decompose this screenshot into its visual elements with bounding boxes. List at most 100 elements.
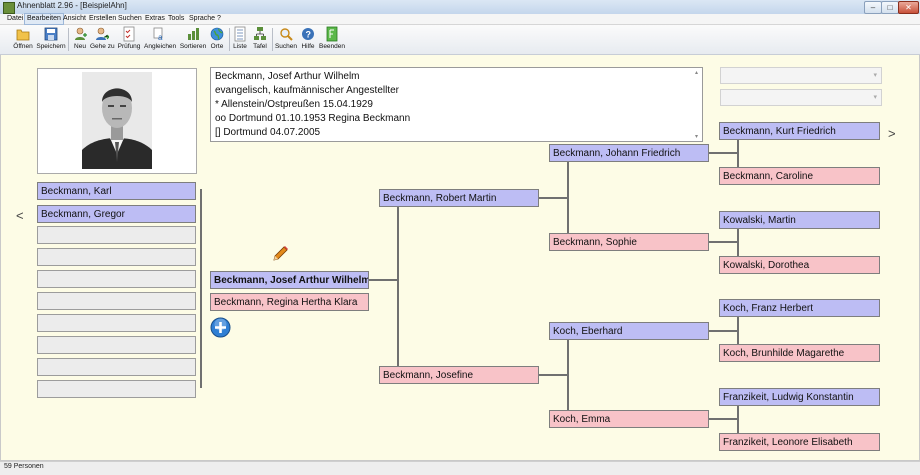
ggp-box-ffm[interactable]: Beckmann, Caroline [719, 167, 880, 185]
scroll-up-icon[interactable]: ▴ [695, 70, 699, 76]
menu-erstellen[interactable]: Erstellen [89, 15, 117, 22]
details-line-birth: * Allenstein/Ostpreußen 15.04.1929 [215, 99, 373, 110]
connector-line [737, 317, 739, 345]
child-box-gregor[interactable]: Beckmann, Gregor [37, 205, 196, 223]
ggp-box-mff[interactable]: Koch, Franz Herbert [719, 299, 880, 317]
exit-door-icon [326, 26, 338, 42]
search-button[interactable]: Suchen [274, 25, 298, 54]
table-button[interactable]: Tafel [250, 25, 270, 54]
globe-icon [210, 27, 224, 41]
person-photo-frame[interactable] [37, 68, 197, 174]
check-button[interactable]: Prüfung [116, 25, 142, 54]
pencil-icon[interactable] [270, 244, 290, 264]
ggp-box-fmf[interactable]: Kowalski, Martin [719, 211, 880, 229]
child-box-empty[interactable] [37, 292, 196, 310]
window-title: Ahnenblatt 2.96 - [BeispielAhn] [17, 1, 127, 10]
connector-line [539, 374, 568, 376]
toolbar-separator [272, 28, 273, 51]
app-icon [3, 2, 15, 14]
help-button[interactable]: ? Hilfe [299, 25, 317, 54]
chevron-down-icon: ▾ [873, 72, 877, 79]
child-box-empty[interactable] [37, 358, 196, 376]
menu-ansicht[interactable]: Ansicht [63, 15, 86, 22]
toolbar-separator [68, 28, 69, 51]
new-person-button[interactable]: Neu [70, 25, 90, 54]
connector-line [397, 207, 399, 366]
connector-line [369, 279, 398, 281]
connector-line [539, 197, 568, 199]
details-line-marriage: oo Dortmund 01.10.1953 Regina Beckmann [215, 113, 411, 124]
child-box-empty[interactable] [37, 380, 196, 398]
nav-right-arrow[interactable]: > [888, 126, 896, 141]
child-box-empty[interactable] [37, 314, 196, 332]
save-button[interactable]: Speichern [36, 25, 66, 54]
add-person-icon [75, 27, 87, 40]
nav-left-arrow[interactable]: < [16, 208, 24, 223]
grandfather-paternal-box[interactable]: Beckmann, Johann Friedrich [549, 144, 709, 162]
connector-line [709, 241, 738, 243]
places-button[interactable]: Orte [208, 25, 226, 54]
menu-sprache[interactable]: Sprache [189, 15, 216, 22]
list-button[interactable]: Liste [231, 25, 249, 54]
folder-open-icon [16, 29, 30, 41]
plus-circle-icon[interactable] [210, 317, 231, 338]
children-connector [200, 189, 202, 388]
connector-line [709, 330, 738, 332]
sort-icon [188, 28, 199, 40]
title-bar: Ahnenblatt 2.96 - [BeispielAhn] – □ ✕ [0, 0, 920, 15]
child-box-empty[interactable] [37, 336, 196, 354]
dropdown-1[interactable]: ▾ [720, 67, 882, 84]
menu-bar: Datei Bearbeiten Ansicht Erstellen Suche… [0, 13, 920, 25]
save-disk-icon [44, 27, 58, 41]
menu-bearbeiten[interactable]: Bearbeiten [24, 13, 64, 25]
child-box-empty[interactable] [37, 248, 196, 266]
ggp-box-fff[interactable]: Beckmann, Kurt Friedrich [719, 122, 880, 140]
status-bar: 59 Personen [0, 461, 920, 475]
scroll-down-icon[interactable]: ▾ [695, 134, 699, 140]
ggp-box-mmm[interactable]: Franzikeit, Leonore Elisabeth [719, 433, 880, 451]
sort-button[interactable]: Sortieren [178, 25, 208, 54]
spouse-box[interactable]: Beckmann, Regina Hertha Klara [210, 293, 369, 311]
person-photo [82, 72, 152, 169]
ggp-box-mfm[interactable]: Koch, Brunhilde Magarethe [719, 344, 880, 362]
grandfather-maternal-box[interactable]: Koch, Eberhard [549, 322, 709, 340]
maximize-button[interactable]: □ [881, 1, 899, 14]
connector-line [737, 229, 739, 257]
svg-text:a: a [158, 33, 163, 42]
connector-line [567, 340, 569, 410]
person-box-main[interactable]: Beckmann, Josef Arthur Wilhelm [210, 271, 369, 289]
details-line-name: Beckmann, Josef Arthur Wilhelm [215, 71, 360, 82]
person-details-box[interactable]: Beckmann, Josef Arthur Wilhelm evangelis… [210, 67, 703, 142]
details-line-occupation: evangelisch, kaufmännischer Angestellter [215, 85, 399, 96]
close-button[interactable]: ✕ [898, 1, 919, 14]
ggp-box-mmf[interactable]: Franzikeit, Ludwig Konstantin [719, 388, 880, 406]
help-icon: ? [302, 28, 314, 40]
father-box[interactable]: Beckmann, Robert Martin [379, 189, 539, 207]
connector-line [709, 152, 738, 154]
child-box-karl[interactable]: Beckmann, Karl [37, 182, 196, 200]
exit-button[interactable]: Beenden [318, 25, 346, 54]
child-box-empty[interactable] [37, 226, 196, 244]
menu-tools[interactable]: Tools [168, 15, 185, 22]
connector-line [737, 406, 739, 434]
list-icon [234, 26, 246, 42]
connector-line [709, 418, 738, 420]
grandmother-paternal-box[interactable]: Beckmann, Sophie [549, 233, 709, 251]
merge-icon: a [153, 27, 163, 42]
open-button[interactable]: Öffnen [10, 25, 36, 54]
menu-help[interactable]: ? [217, 15, 221, 22]
child-box-empty[interactable] [37, 270, 196, 288]
toolbar: Öffnen Speichern Neu Gehe zu Prüfung a A… [0, 25, 920, 55]
grandmother-maternal-box[interactable]: Koch, Emma [549, 410, 709, 428]
menu-suchen[interactable]: Suchen [118, 15, 142, 22]
minimize-button[interactable]: – [864, 1, 882, 14]
merge-button[interactable]: a Angleichen [144, 25, 176, 54]
mother-box[interactable]: Beckmann, Josefine [379, 366, 539, 384]
details-line-death: [] Dortmund 04.07.2005 [215, 127, 321, 138]
ggp-box-fmm[interactable]: Kowalski, Dorothea [719, 256, 880, 274]
menu-datei[interactable]: Datei [7, 15, 24, 22]
connector-line [737, 140, 739, 168]
dropdown-2[interactable]: ▾ [720, 89, 882, 106]
goto-button[interactable]: Gehe zu [90, 25, 115, 54]
menu-extras[interactable]: Extras [145, 15, 165, 22]
